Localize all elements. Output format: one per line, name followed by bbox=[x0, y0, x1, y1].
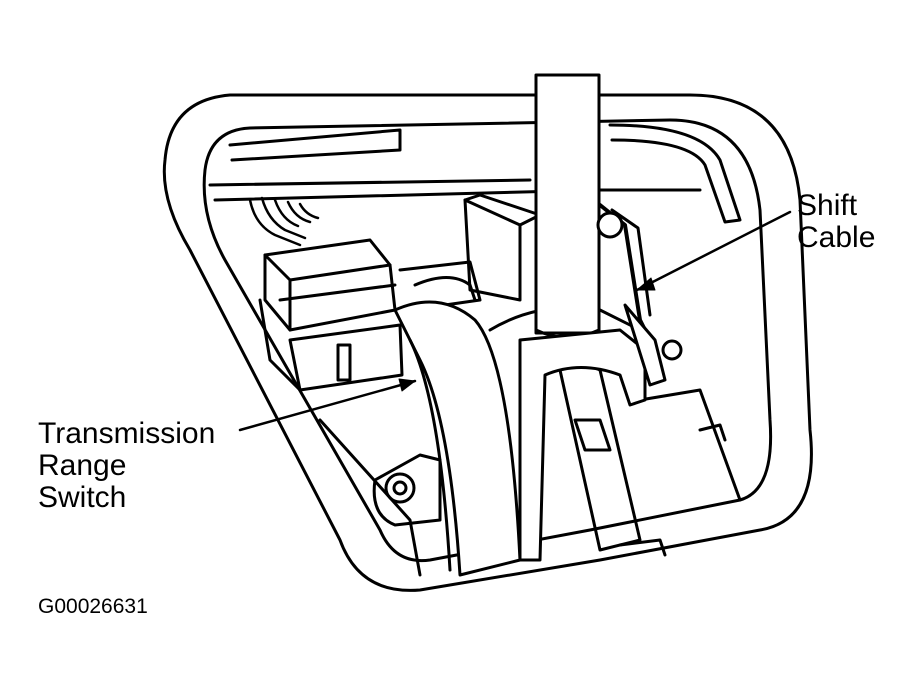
transmission-range-switch-callout: Transmission Range Switch bbox=[38, 418, 215, 514]
trs-callout-line-2: Range bbox=[38, 449, 127, 482]
shift-cable-callout-line-2: Cable bbox=[797, 221, 876, 254]
shift-cable-leader bbox=[635, 210, 792, 292]
figure-id: G00026631 bbox=[38, 595, 148, 618]
rim-lip bbox=[228, 128, 402, 162]
connector-block bbox=[258, 238, 404, 392]
wiring-harness bbox=[248, 196, 320, 247]
console-bezel-outer bbox=[162, 93, 813, 592]
shift-cable-callout-line-1: Shift bbox=[797, 189, 858, 222]
trs-callout-line-3: Switch bbox=[38, 481, 127, 514]
lever-housing bbox=[398, 193, 542, 312]
shift-cable-callout: Shift Cable bbox=[797, 190, 875, 254]
console-bezel-inner bbox=[202, 118, 773, 563]
trs-callout-line-1: Transmission bbox=[38, 417, 216, 450]
lever-fork bbox=[518, 328, 647, 562]
mounting-bolt bbox=[318, 418, 442, 577]
shift-lever-shaft bbox=[534, 73, 601, 339]
transmission-range-switch-leader bbox=[238, 379, 417, 432]
